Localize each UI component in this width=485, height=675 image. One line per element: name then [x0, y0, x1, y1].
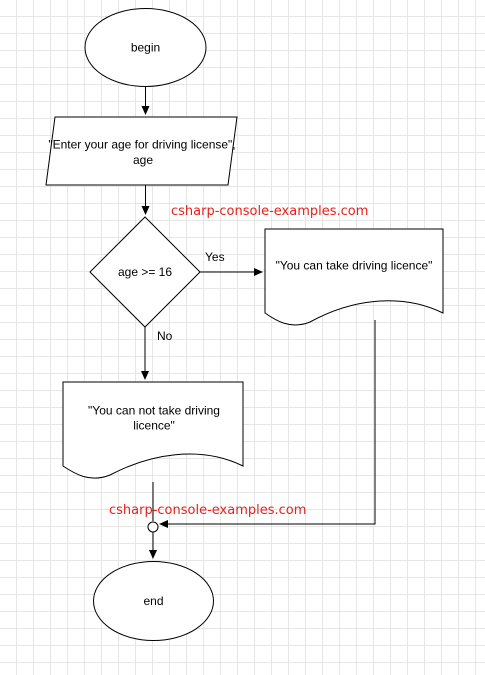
yes-label: Yes — [205, 250, 225, 264]
no-output-node: "You can not take driving licence" — [62, 381, 244, 479]
watermark-top: csharp-console-examples.com — [171, 204, 368, 219]
no-output-label-line1: "You can not take driving — [88, 404, 220, 418]
input-label-line2: age — [133, 153, 153, 167]
end-label: end — [143, 594, 163, 608]
yes-output-label: "You can take driving licence" — [276, 259, 433, 273]
input-label-line1: "Enter your age for driving license", — [48, 138, 235, 152]
decision-label: age >= 16 — [118, 265, 172, 279]
begin-label: begin — [131, 41, 160, 55]
begin-node: begin — [84, 8, 207, 87]
input-node: "Enter your age for driving license", ag… — [45, 116, 238, 186]
no-output-label-line2: licence" — [133, 419, 175, 433]
merge-junction — [147, 521, 159, 533]
yes-output-node: "You can take driving licence" — [264, 228, 444, 326]
watermark-bottom: csharp-console-examples.com — [109, 503, 306, 518]
end-node: end — [93, 561, 214, 641]
decision-node: age >= 16 — [89, 216, 201, 328]
no-label: No — [157, 329, 173, 343]
edge-yes-to-junction — [159, 320, 376, 528]
